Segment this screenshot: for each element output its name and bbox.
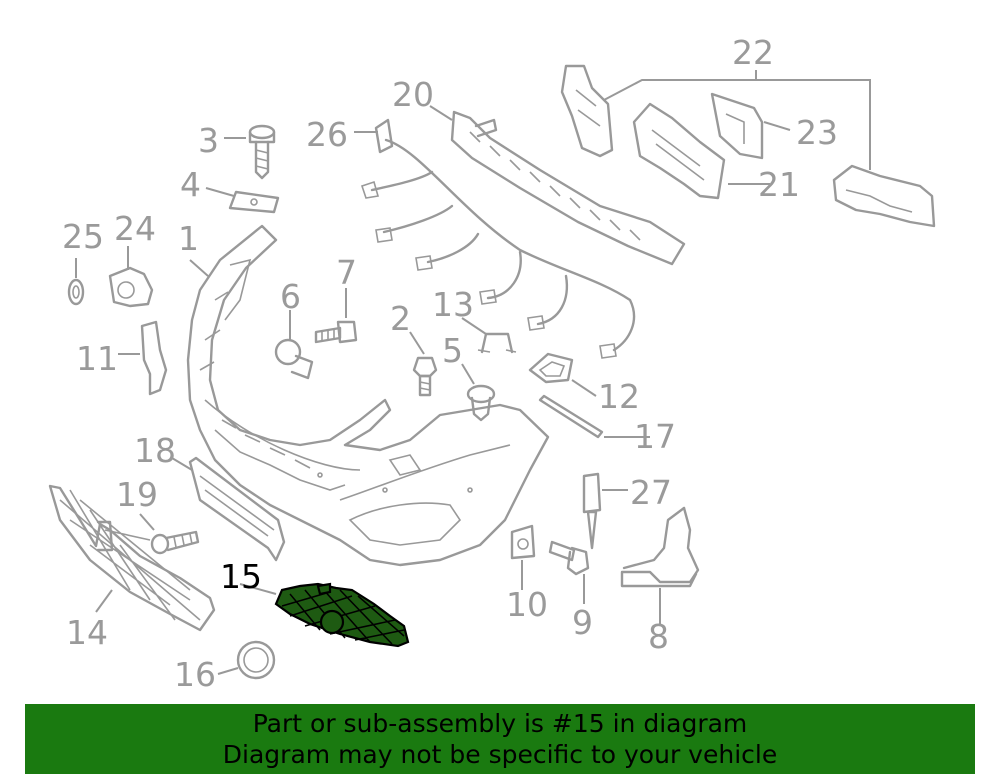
part-6-sensor-holder: [274, 338, 314, 380]
callout-13: 13: [432, 285, 474, 324]
part-8-bracket: [620, 506, 700, 588]
callout-2: 2: [390, 299, 411, 338]
callout-23: 23: [796, 113, 838, 152]
callout-14: 14: [66, 613, 108, 652]
part-13-connector: [477, 332, 517, 354]
info-banner: Part or sub-assembly is #15 in diagram D…: [25, 704, 975, 774]
callout-18: 18: [134, 431, 176, 470]
part-26-wiring-harness: [360, 118, 636, 359]
part-22-right-bracket: [832, 164, 936, 228]
part-27-sensor: [582, 472, 602, 550]
callout-26: 26: [306, 115, 348, 154]
part-3-screw: [248, 124, 276, 180]
callout-10: 10: [506, 585, 548, 624]
callout-15-highlighted: 15: [220, 557, 262, 596]
callout-17: 17: [634, 417, 676, 456]
part-14-lower-grille: [48, 484, 216, 632]
part-18-license-bracket: [188, 456, 286, 562]
part-16-grommet: [236, 640, 276, 680]
callout-7: 7: [336, 253, 357, 292]
callout-3: 3: [198, 121, 219, 160]
callout-27: 27: [630, 473, 672, 512]
part-12-sensor-bracket: [528, 352, 574, 384]
part-4-clip: [228, 190, 280, 214]
part-2-bolt: [412, 356, 438, 397]
exploded-parts-diagram: 1 2 3 4 5 6 7 8 9 10 11 12 13 14 15 16 1…: [48, 33, 936, 694]
part-24-sensor: [108, 266, 154, 308]
callout-12: 12: [598, 377, 640, 416]
banner-line-1: Part or sub-assembly is #15 in diagram: [252, 709, 748, 738]
part-20-impact-absorber: [450, 110, 686, 266]
callout-20: 20: [392, 75, 434, 114]
callout-labels: 1 2 3 4 5 6 7 8 9 10 11 12 13 14 15 16 1…: [62, 33, 838, 694]
part-19-bolt: [150, 530, 200, 555]
callout-22: 22: [732, 33, 774, 72]
banner-line-2: Diagram may not be specific to your vehi…: [222, 740, 778, 769]
callout-11: 11: [76, 339, 118, 378]
part-22-bracket: [560, 64, 614, 158]
callout-16: 16: [174, 655, 216, 694]
callout-1: 1: [178, 219, 199, 258]
part-1-bumper-cover: [186, 224, 550, 567]
callout-9: 9: [572, 603, 593, 642]
part-17-trim-strip: [538, 394, 604, 439]
part-15-highlighted-grille: [274, 582, 410, 648]
part-9-bolt: [548, 540, 590, 576]
part-21-bracket: [632, 102, 726, 200]
callout-6: 6: [280, 277, 301, 316]
leader-lines: [75, 70, 871, 675]
callout-21: 21: [758, 165, 800, 204]
part-23-bracket: [710, 92, 764, 160]
part-10-nut-clip: [510, 524, 536, 560]
callout-5: 5: [442, 331, 463, 370]
callout-19: 19: [116, 475, 158, 514]
part-5-push-clip: [466, 384, 496, 422]
callout-8: 8: [648, 617, 669, 656]
part-7-bolt: [314, 320, 358, 344]
part-25-ring: [67, 278, 85, 306]
callout-4: 4: [180, 165, 201, 204]
callout-25: 25: [62, 217, 104, 256]
callout-24: 24: [114, 209, 156, 248]
part-11-side-bracket: [140, 320, 168, 396]
